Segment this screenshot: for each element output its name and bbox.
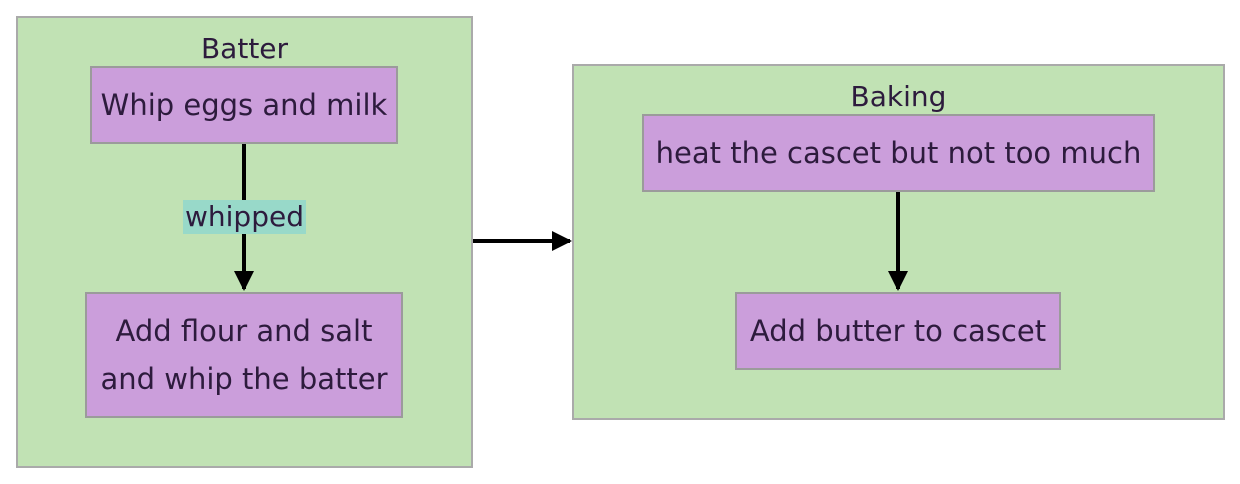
- node-whip-eggs-label: Whip eggs and milk: [100, 88, 388, 122]
- cluster-batter-title: Batter: [200, 32, 289, 65]
- node-add-butter-label: Add butter to cascet: [749, 314, 1047, 348]
- edge-label-whipped: whipped: [183, 200, 306, 234]
- node-add-flour-label-line2: and whip the batter: [100, 362, 388, 396]
- node-add-flour-label-line1: Add flour and salt: [115, 314, 373, 348]
- node-heat-the-cascet[interactable]: heat the cascet but not too much: [642, 114, 1155, 192]
- node-whip-eggs-and-milk[interactable]: Whip eggs and milk: [90, 66, 398, 144]
- cluster-baking-title: Baking: [850, 80, 947, 113]
- node-heat-cascet-label: heat the cascet but not too much: [655, 136, 1142, 170]
- node-add-butter-to-cascet[interactable]: Add butter to cascet: [735, 292, 1061, 370]
- node-add-flour-and-salt[interactable]: Add flour and salt and whip the batter: [85, 292, 403, 418]
